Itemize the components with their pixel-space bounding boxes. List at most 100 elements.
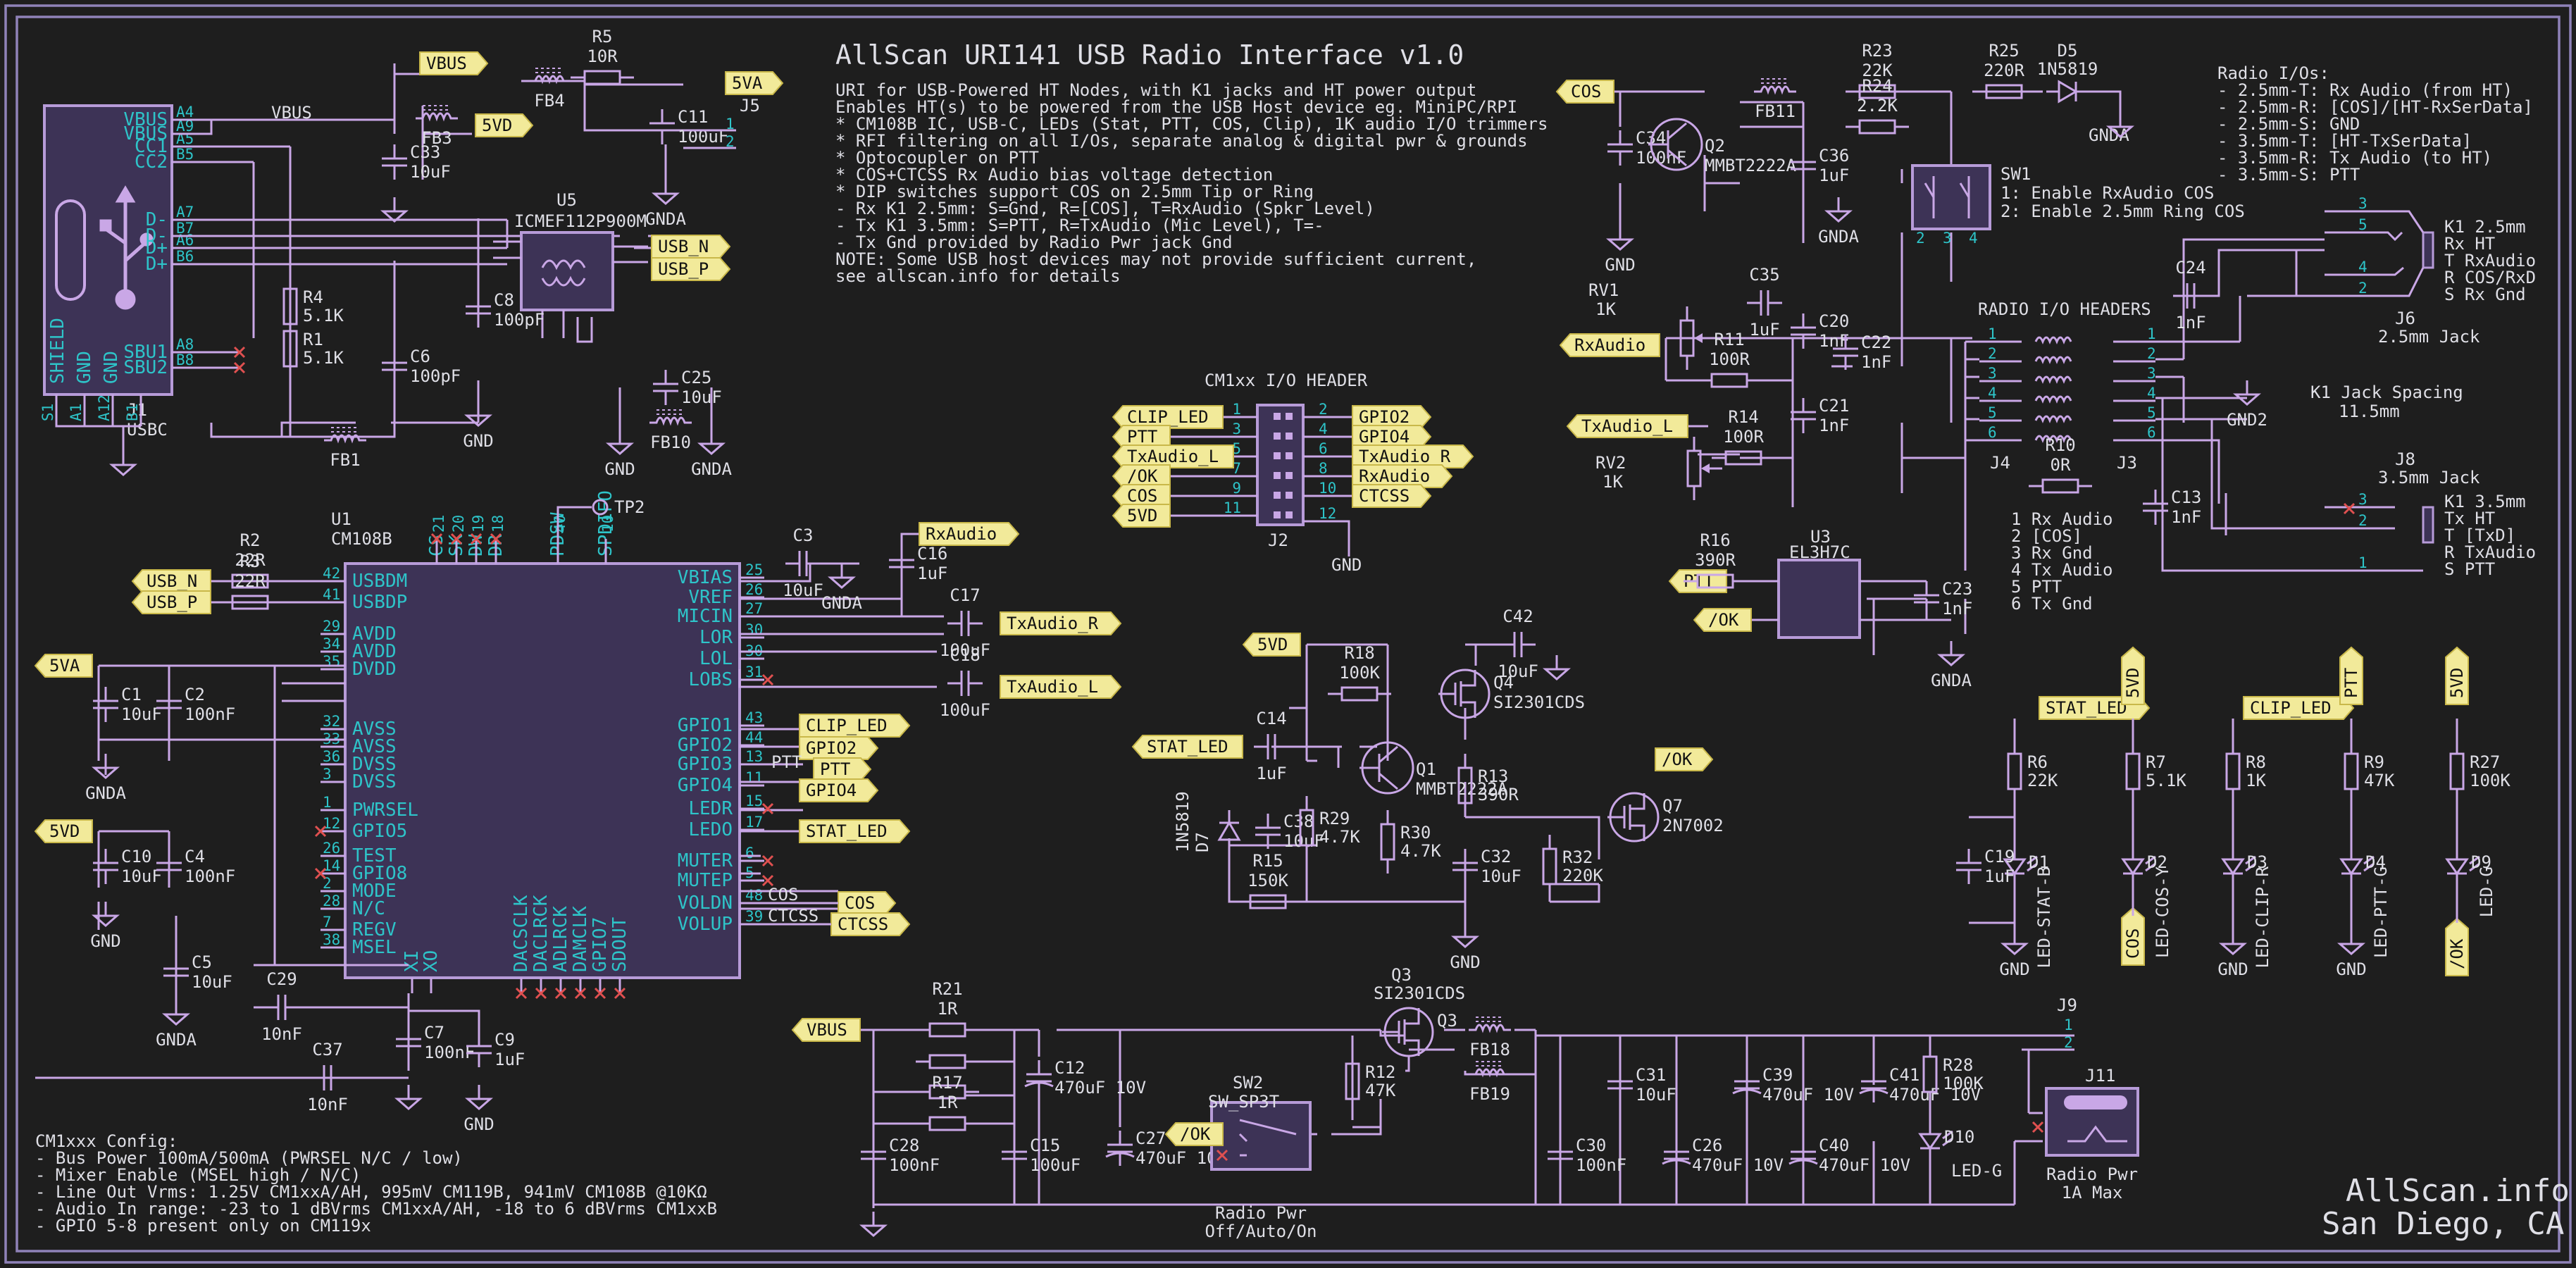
gnd-d1: GND [1999,930,2030,979]
j6-value: 2.5mm Jack [2378,327,2480,347]
no-connect-mark [761,673,774,686]
C30-val: 100nF [1576,1155,1626,1175]
u1-left-num-13: 2 [323,875,332,892]
gpio2-flag-u1-text: GPIO2 [806,738,857,758]
j2-rnum-3: 8 [1319,460,1328,477]
j2-right-1-text: GPIO4 [1359,427,1410,447]
stat-led-flag-u1: STAT_LED [799,819,911,843]
vbus-flag-text: VBUS [426,54,467,73]
config-line-2: - Mixer Enable (MSEL high / N/C) [35,1165,361,1185]
C14-ref: C14 [1256,709,1286,728]
resistor-r1: R15.1K [282,317,344,380]
C17-ref: C17 [950,585,980,605]
j2-right-1: GPIO4 [1352,425,1432,449]
no-connect-mark [233,346,246,359]
pot-rv2 [1686,437,1722,500]
j2-rnum-1: 4 [1319,421,1328,437]
D7-ref: D7 [1193,832,1212,852]
ferrite-FB3: FB3 [416,105,458,148]
u1-left-num-0: 42 [323,565,340,582]
R27-val: 100K [2470,771,2510,790]
u1-right-name-8: GPIO3 [678,754,733,775]
gnd-d4-text: GND [2336,959,2366,979]
note-line-0: URI for USB-Powered HT Nodes, with K1 ja… [835,80,1476,100]
txaudio-l-flag-u1-text: TxAudio_L [1007,677,1098,697]
C25-ref: C25 [681,368,711,387]
config-line-3: - Line Out Vrms: 1.25V CM1xxA/AH, 995mV … [35,1182,707,1202]
R21-val: 1R [938,999,958,1019]
j8-legend-1: Tx HT [2444,509,2495,528]
j2-rnum-5: 12 [1319,505,1336,522]
cos-flag-u1: COS [838,891,897,915]
gnd2-symbol: GND2 [2227,380,2267,430]
resistor-r21c [916,1084,979,1100]
mosfet-q3: Q3 [1382,1007,1457,1057]
C30-ref: C30 [1576,1136,1606,1155]
R24-ref: R24 [1862,76,1892,96]
radio-io-legend: Radio I/Os:- 2.5mm-T: Rx Audio (from HT)… [2217,63,2533,185]
sw2-modes: Off/Auto/On [1205,1222,1317,1241]
R8-val: 1K [2246,771,2266,790]
ctcss-flag-u1-text: CTCSS [838,914,888,934]
u1-right-name-5: LOBS [688,669,733,690]
j2-ref: J2 [1268,530,1288,550]
5va-flag: 5VA [725,71,784,95]
j1-pin-name-4: D- [146,209,168,230]
u1-top-num-5: 10 [599,515,616,533]
j2-rnum-2: 6 [1319,440,1328,457]
C18-val: 100uF [940,700,990,720]
j2-left-0-text: CLIP_LED [1127,407,1209,427]
C21-ref: C21 [1819,396,1849,416]
Q4-ref: Q4 [1493,673,1514,692]
R6-ref: R6 [2027,752,2048,772]
j2-right-0-text: GPIO2 [1359,407,1410,427]
C7-ref: C7 [424,1023,444,1043]
C5-ref: C5 [192,952,212,972]
u1-right-num-2: 27 [745,600,763,617]
j4-ref: J4 [1990,453,2010,473]
u1-left-name-16: MSEL [352,937,397,958]
gnd-c9-text: GND [463,1114,494,1134]
R11-val: 100R [1709,349,1750,369]
u1-right-name-12: MUTER [678,850,733,871]
jack-pin-5: 2 [2358,512,2367,529]
5va-flag-u1: 5VA [34,654,93,678]
R17-val: 1R [938,1093,958,1112]
5vd-flag: 5VD [475,113,534,137]
j1-wiring [172,63,683,438]
u1-top-num-1: 20 [450,515,467,533]
u1-right-num-5: 31 [745,664,763,680]
u3-ref: U3 [1810,527,1831,547]
ferrite-FB10: FB10 [649,409,692,452]
u1-ref: U1 [331,509,351,529]
j2-rnum-0: 2 [1319,401,1328,418]
note-line-4: * Optocoupler on PTT [835,148,1039,168]
u1-right-num-3: 30 [745,621,763,638]
R30-ref: R30 [1400,823,1431,843]
dip-switch-sw1[interactable] [1911,164,1991,230]
j1-value: USBC [127,420,168,440]
tp2-text: TP2 [614,497,645,517]
usb-p-flag-text: USB_P [658,259,709,279]
j6-legend-2: T RxAudio [2444,251,2536,271]
j5-pin2: 2 [726,133,735,150]
config-line-5: - GPIO 5-8 present only on CM119x [35,1216,371,1236]
j1-pin-num-0: A4 [176,104,194,120]
C11-ref: C11 [678,107,708,127]
R7-val: 5.1K [2146,771,2186,790]
sw2-ref: SW2 [1233,1073,1263,1093]
C1-ref: C1 [121,685,142,704]
C37-val: 10nF [307,1095,348,1114]
R17-ref: R17 [932,1073,962,1093]
u1-bottom-name-3: DACLRCK [530,895,552,972]
